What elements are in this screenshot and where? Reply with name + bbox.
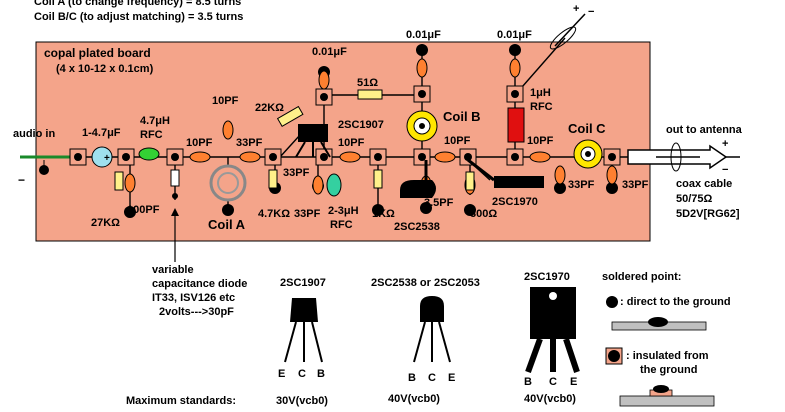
label-33pf-e: 33PF	[622, 179, 649, 191]
label-10pf-d: 10PF	[444, 135, 471, 147]
board-title: copal plated board	[44, 46, 151, 60]
soldered-title: soldered point:	[602, 271, 681, 283]
pinout-1-name: 2SC1907	[280, 277, 326, 289]
audio-minus: −	[18, 173, 25, 187]
label-10pf-e: 10PF	[527, 135, 554, 147]
pinout-1-pin-e: E	[278, 368, 285, 380]
pinout-3-pin-b: B	[524, 376, 532, 388]
label-001-a: 0.01μF	[312, 46, 347, 58]
pinout-2-name: 2SC2538 or 2SC2053	[371, 277, 480, 289]
audio-in-label: audio in	[13, 128, 55, 140]
label-33pf-d: 33PF	[568, 179, 595, 191]
varicap-note: variable capacitance diode IT33, ISV126 …	[152, 208, 247, 318]
transistor-2sc1970	[467, 158, 544, 188]
pinout-3-max: 40V(vcb0)	[524, 393, 576, 405]
out-plus: +	[722, 138, 728, 150]
label-t2: 2SC2538	[394, 221, 440, 233]
label-27k: 27KΩ	[91, 217, 120, 229]
resistors	[114, 89, 475, 191]
varicap-diode	[170, 169, 180, 187]
coil-c-icon	[573, 139, 603, 169]
label-001-b: 0.01μF	[406, 29, 441, 41]
board-size: (4 x 10-12 x 0.1cm)	[56, 63, 154, 75]
label-001-c: 0.01μF	[497, 29, 532, 41]
pinout-2sc1970: 2SC1970 B C E 40V(vcb0)	[524, 271, 580, 405]
pinout-2sc1907: 2SC1907 E C B 30V(vcb0)	[276, 277, 328, 407]
pinout-3-pin-e: E	[570, 376, 577, 388]
legend-insulated-text-1: : insulated from	[626, 350, 709, 362]
label-t1: 2SC1907	[338, 119, 384, 131]
legend-direct-dot	[606, 296, 618, 308]
label-10pf-c: 10PF	[338, 137, 365, 149]
label-33pf-c: 33PF	[294, 208, 321, 220]
power-plus: +	[573, 3, 579, 15]
legend-insulated-text-2: the ground	[640, 364, 697, 376]
varicap-note-1: variable	[152, 264, 194, 276]
copper-board	[35, 41, 651, 242]
label-rfc-23u: 2-3μH	[328, 205, 359, 217]
label-51: 51Ω	[357, 77, 378, 89]
rfc-2-3uh	[326, 173, 342, 197]
power-input: + −	[549, 3, 594, 50]
power-minus: −	[588, 6, 594, 18]
pinout-2-pin-c: C	[428, 372, 436, 384]
label-rfc-4-7u: 4.7μH	[140, 115, 170, 127]
out-minus: −	[722, 164, 728, 176]
label-cap-1-4u: 1-4.7μF	[82, 127, 121, 139]
label-33pf-a: 33PF	[236, 137, 263, 149]
label-rfc-1u: 1μH	[530, 87, 551, 99]
max-standards-label: Maximum standards:	[126, 395, 236, 407]
varicap-note-2: capacitance diode	[152, 278, 247, 290]
label-22k: 22KΩ	[255, 102, 284, 114]
coil-a-icon	[209, 164, 247, 202]
pad-dots	[74, 90, 616, 161]
component-labels: 1-4.7μF 4.7μH RFC 22KΩ 10PF 10PF 33PF 0.…	[82, 29, 649, 233]
pinout-2-max: 40V(vcb0)	[388, 393, 440, 405]
label-35pf: 3.5PF	[424, 197, 454, 209]
coil-a-note: Coil A (to change frequency) = 8.5 turns	[34, 0, 241, 8]
label-33pf-b: 33PF	[283, 167, 310, 179]
pinout-1-max: 30V(vcb0)	[276, 395, 328, 407]
elec-plus: +	[104, 153, 110, 164]
label-10pf-b: 10PF	[186, 137, 213, 149]
output-section: out to antenna + − coax cable 50/75Ω 5D2…	[627, 124, 743, 220]
pinout-2sc2538: 2SC2538 or 2SC2053 B C E 40V(vcb0)	[371, 277, 480, 405]
transistor-2sc2538	[400, 160, 436, 198]
coax-label-3: 5D2V[RG62]	[676, 208, 740, 220]
varicap-pad	[172, 193, 178, 199]
coil-b-icon	[406, 110, 438, 142]
label-coil-b: Coil B	[443, 109, 481, 124]
label-rfc-23u-b: RFC	[330, 219, 353, 231]
coax-label-2: 50/75Ω	[676, 193, 713, 205]
legend-direct-text: : direct to the ground	[620, 296, 731, 308]
transistor-2sc1907	[295, 124, 331, 158]
label-1k: 1KΩ	[372, 208, 395, 220]
pinout-1-pin-b: B	[317, 368, 325, 380]
label-300: 300Ω	[470, 208, 497, 220]
varicap-note-4: 2volts--->30pF	[159, 306, 234, 318]
label-10pf-a: 10PF	[212, 95, 239, 107]
pinout-1-pin-c: C	[298, 368, 306, 380]
coax-label-1: coax cable	[676, 178, 732, 190]
label-rfc-4-7u-b: RFC	[140, 129, 163, 141]
label-100pf: 100PF	[127, 204, 160, 216]
varicap-note-3: IT33, ISV126 etc	[152, 292, 235, 304]
label-coil-c: Coil C	[568, 121, 606, 136]
rfc-1uh	[507, 107, 525, 143]
label-t3: 2SC1970	[492, 196, 538, 208]
pinout-2-pin-b: B	[408, 372, 416, 384]
rfc-4-7uh	[138, 147, 160, 161]
coil-bc-note: Coil B/C (to adjust matching) = 3.5 turn…	[34, 11, 243, 23]
electrolytic-capacitor: +	[91, 146, 113, 168]
audio-in-section: audio in −	[13, 128, 78, 187]
soldered-legend: soldered point: : direct to the ground :…	[602, 271, 731, 407]
pinout-3-name: 2SC1970	[524, 271, 570, 283]
label-47k: 4.7KΩ	[258, 208, 290, 220]
label-rfc-1u-b: RFC	[530, 101, 553, 113]
pinout-2-pin-e: E	[448, 372, 455, 384]
label-coil-a: Coil A	[208, 217, 246, 232]
out-antenna-label: out to antenna	[666, 124, 743, 136]
pinout-3-pin-c: C	[549, 376, 557, 388]
